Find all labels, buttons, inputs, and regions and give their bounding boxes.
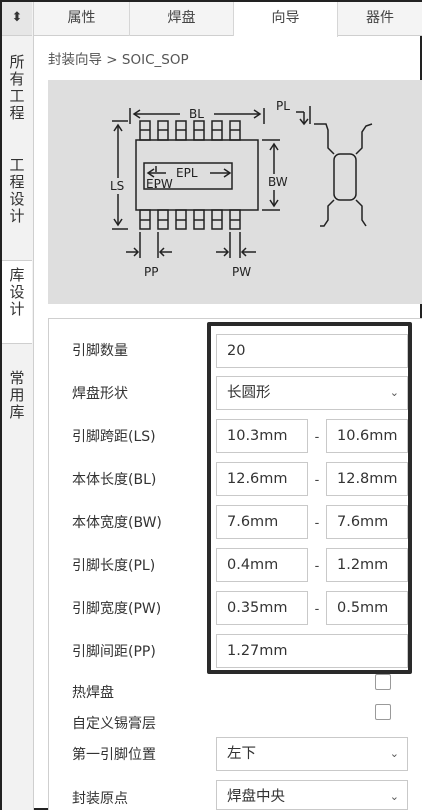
side-tab-all-projects[interactable]: 所 有 工 程 xyxy=(9,53,25,122)
pw-max-input[interactable]: 0.5mm xyxy=(326,591,408,625)
tab-pads[interactable]: 焊盘 xyxy=(130,2,234,36)
bw-max-input[interactable]: 7.6mm xyxy=(326,505,408,539)
pin-count-input[interactable]: 20 xyxy=(216,334,408,368)
diagram-label-ls: LS xyxy=(110,179,124,193)
chevron-down-icon: ⌄ xyxy=(389,747,399,760)
pl-min-input[interactable]: 0.4mm xyxy=(216,548,308,582)
diagram-label-bw: BW xyxy=(268,175,288,189)
pw-label: 引脚宽度(PW) xyxy=(72,601,162,617)
thermal-pad-checkbox[interactable] xyxy=(375,674,391,690)
range-separator: - xyxy=(314,600,320,616)
pad-shape-value: 长圆形 xyxy=(227,385,271,401)
ls-min-input[interactable]: 10.3mm xyxy=(216,419,308,453)
ls-label: 引脚跨距(LS) xyxy=(72,429,156,445)
bw-label: 本体宽度(BW) xyxy=(72,515,162,531)
range-separator: - xyxy=(314,557,320,573)
side-tab-project-design[interactable]: 工 程 设 计 xyxy=(9,156,25,225)
pl-max-input[interactable]: 1.2mm xyxy=(326,548,408,582)
diagram-label-pp: PP xyxy=(144,265,158,279)
bl-label: 本体长度(BL) xyxy=(72,472,157,488)
diagram-label-epl: EPL xyxy=(176,166,198,180)
side-tab-library-design[interactable]: 库 设 计 xyxy=(2,260,32,344)
origin-label: 封装原点 xyxy=(72,791,128,807)
origin-value: 焊盘中央 xyxy=(227,789,285,805)
first-pin-value: 左下 xyxy=(227,746,256,762)
pp-input[interactable]: 1.27mm xyxy=(216,634,408,668)
chevron-down-icon: ⌄ xyxy=(389,386,399,399)
ls-max-input[interactable]: 10.6mm xyxy=(326,419,408,453)
tab-wizard[interactable]: 向导 xyxy=(234,2,338,37)
range-separator: - xyxy=(314,514,320,530)
bw-min-input[interactable]: 7.6mm xyxy=(216,505,308,539)
diagram-label-pl: PL xyxy=(276,99,290,113)
pin-icon[interactable]: ⬍ xyxy=(2,2,32,36)
pad-shape-label: 焊盘形状 xyxy=(72,386,128,402)
range-separator: - xyxy=(314,428,320,444)
diagram-label-pw: PW xyxy=(232,265,251,279)
pp-label: 引脚间距(PP) xyxy=(72,644,156,660)
soic-package-drawing: BL PL LS EPL EPW BW PP PW xyxy=(110,99,373,279)
pad-shape-select[interactable]: 长圆形 ⌄ xyxy=(216,376,408,410)
side-tab-strip: ⬍ 所 有 工 程 工 程 设 计 库 设 计 常 用 库 xyxy=(2,2,34,810)
package-diagram: BL PL LS EPL EPW BW PP PW xyxy=(48,80,422,304)
side-tab-common-library[interactable]: 常 用 库 xyxy=(9,369,25,421)
range-separator: - xyxy=(314,471,320,487)
bl-min-input[interactable]: 12.6mm xyxy=(216,462,308,496)
chevron-down-icon: ⌄ xyxy=(389,790,399,803)
breadcrumb: 封装向导 > SOIC_SOP xyxy=(48,52,189,68)
thermal-pad-label: 热焊盘 xyxy=(72,685,114,701)
pl-label: 引脚长度(PL) xyxy=(72,558,156,574)
diagram-label-bl: BL xyxy=(189,107,204,121)
first-pin-label: 第一引脚位置 xyxy=(72,747,156,763)
tab-properties[interactable]: 属性 xyxy=(34,2,130,36)
diagram-label-epw: EPW xyxy=(146,177,173,191)
custom-paste-checkbox[interactable] xyxy=(375,704,391,720)
origin-select[interactable]: 焊盘中央 ⌄ xyxy=(216,780,408,810)
top-tab-bar: 属性 焊盘 向导 器件 xyxy=(34,2,422,37)
custom-paste-label: 自定义锡膏层 xyxy=(72,716,156,732)
first-pin-select[interactable]: 左下 ⌄ xyxy=(216,737,408,771)
pw-min-input[interactable]: 0.35mm xyxy=(216,591,308,625)
tab-components[interactable]: 器件 xyxy=(366,10,394,26)
bl-max-input[interactable]: 12.8mm xyxy=(326,462,408,496)
pin-count-label: 引脚数量 xyxy=(72,343,128,359)
